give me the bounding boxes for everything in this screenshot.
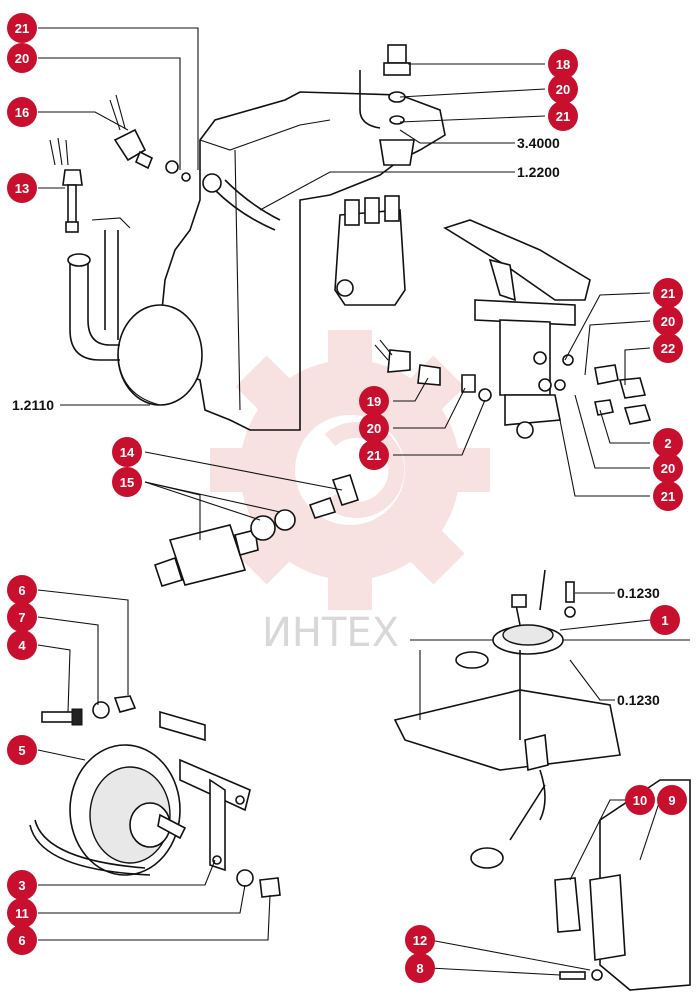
svg-text:21: 21	[15, 21, 29, 36]
callout-badge[interactable]: 15	[112, 467, 142, 497]
callout-badge[interactable]: 21	[359, 440, 389, 470]
reference-label: 0.1230	[617, 692, 660, 708]
fuel-sender-assembly	[393, 569, 690, 869]
svg-text:5: 5	[18, 743, 25, 758]
callout-badge[interactable]: 20	[653, 306, 683, 336]
callout-badge[interactable]: 22	[653, 333, 683, 363]
svg-text:21: 21	[661, 489, 675, 504]
svg-text:12: 12	[413, 933, 427, 948]
reference-label: 1.2200	[517, 164, 560, 180]
callout-badge[interactable]: 20	[7, 43, 37, 73]
connector-panel	[554, 779, 691, 991]
svg-text:20: 20	[15, 51, 29, 66]
svg-text:20: 20	[556, 82, 570, 97]
callout-badge[interactable]: 14	[112, 437, 142, 467]
callout-badge[interactable]: 8	[405, 953, 435, 983]
svg-text:10: 10	[633, 793, 647, 808]
left-sensors	[49, 94, 191, 233]
leader-lines	[37, 27, 672, 976]
svg-text:3: 3	[18, 878, 25, 893]
callout-badge[interactable]: 21	[653, 278, 683, 308]
reverse-switch	[153, 474, 360, 587]
svg-text:21: 21	[661, 286, 675, 301]
svg-text:16: 16	[15, 105, 29, 120]
callout-badge[interactable]: 2	[653, 428, 683, 458]
callout-badge[interactable]: 7	[7, 602, 37, 632]
horn-assembly	[29, 695, 281, 898]
callout-badge[interactable]: 9	[657, 785, 687, 815]
callout-badge[interactable]: 20	[359, 413, 389, 443]
svg-text:9: 9	[668, 793, 675, 808]
reference-label: 3.4000	[517, 135, 560, 151]
svg-text:18: 18	[556, 57, 570, 72]
callout-badge[interactable]: 20	[653, 453, 683, 483]
callout-badge[interactable]: 10	[625, 785, 655, 815]
callout-badge[interactable]: 19	[359, 386, 389, 416]
svg-text:20: 20	[661, 314, 675, 329]
callout-badge[interactable]: 13	[7, 173, 37, 203]
reference-label: 1.2110	[12, 397, 54, 413]
top-sensor-stack	[379, 44, 415, 166]
callout-badge[interactable]: 6	[7, 575, 37, 605]
svg-text:22: 22	[661, 341, 675, 356]
callout-badge[interactable]: 3	[7, 870, 37, 900]
callout-badge[interactable]: 12	[405, 925, 435, 955]
svg-text:14: 14	[120, 445, 135, 460]
svg-text:21: 21	[556, 109, 570, 124]
callout-badge[interactable]: 11	[7, 898, 37, 928]
watermark-gear-icon	[210, 330, 490, 610]
svg-text:11: 11	[15, 906, 29, 921]
callout-badge[interactable]: 5	[7, 735, 37, 765]
callout-badge[interactable]: 16	[7, 97, 37, 127]
callout-badge[interactable]: 21	[548, 101, 578, 131]
svg-text:19: 19	[367, 394, 381, 409]
callouts: 21 20 16 13 18 20 21 21 20 22 19 20 21 2…	[7, 13, 687, 983]
svg-text:20: 20	[367, 421, 381, 436]
injection-pump	[334, 70, 406, 306]
svg-text:21: 21	[367, 448, 381, 463]
callout-badge[interactable]: 6	[7, 925, 37, 955]
svg-text:7: 7	[18, 610, 25, 625]
watermark-text: ИНТЕХ	[262, 610, 399, 656]
svg-text:8: 8	[416, 961, 423, 976]
callout-badge[interactable]: 21	[7, 13, 37, 43]
reference-labels: 3.4000 1.2200 1.2110 0.1230 0.1230	[12, 135, 660, 708]
callout-badge[interactable]: 21	[653, 481, 683, 511]
callout-badge[interactable]: 20	[548, 74, 578, 104]
svg-text:13: 13	[15, 181, 29, 196]
callout-badge[interactable]: 4	[7, 630, 37, 660]
svg-text:6: 6	[18, 583, 25, 598]
center-switches	[374, 339, 492, 402]
pedal-assembly	[443, 219, 591, 439]
engine-block	[67, 91, 446, 431]
right-switches	[554, 354, 652, 425]
svg-text:6: 6	[18, 933, 25, 948]
svg-text:15: 15	[120, 475, 134, 490]
svg-text:1: 1	[661, 613, 668, 628]
callout-badge[interactable]: 1	[650, 605, 680, 635]
callout-badge[interactable]: 18	[548, 49, 578, 79]
svg-text:20: 20	[661, 461, 675, 476]
svg-text:4: 4	[18, 638, 26, 653]
reference-label: 0.1230	[617, 585, 660, 601]
svg-text:2: 2	[664, 436, 671, 451]
